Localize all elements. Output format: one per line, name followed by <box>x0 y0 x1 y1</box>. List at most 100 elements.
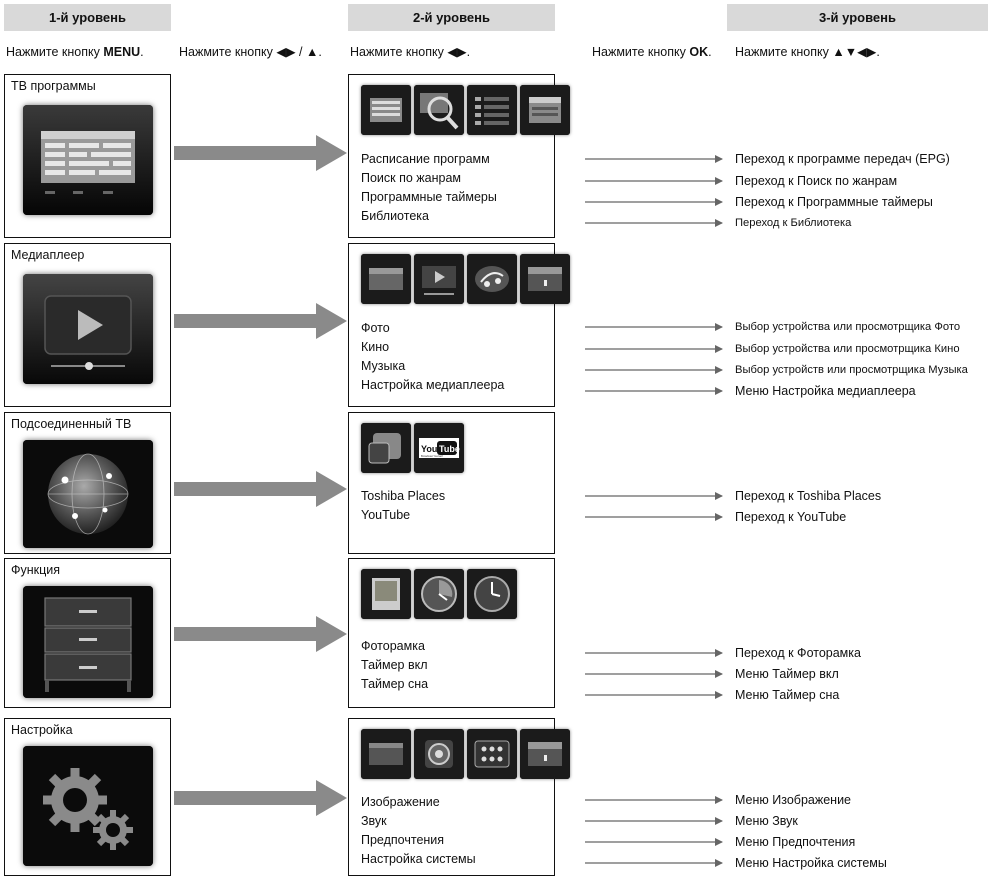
instruction-ok: Нажмите кнопку OK. <box>592 44 712 60</box>
music-icon[interactable] <box>467 254 517 304</box>
menu-key-label: MENU <box>103 45 141 59</box>
list-item[interactable]: Расписание программ <box>361 152 490 166</box>
level2-box-tv-programs: Расписание программ Поиск по жанрам Прог… <box>348 74 570 238</box>
instruction-text: Нажмите кнопку <box>179 45 277 59</box>
on-timer-icon[interactable] <box>414 569 464 619</box>
big-arrows <box>174 135 347 816</box>
youtube-logo-tube: Tube <box>439 444 460 454</box>
instruction-left-right: Нажмите кнопку ◀▶. <box>350 44 470 60</box>
level1-header: 1-й уровень <box>4 4 171 31</box>
section-title: ТВ программы <box>11 79 96 93</box>
list-item[interactable]: Поиск по жанрам <box>361 171 462 185</box>
instruction-text: Нажмите кнопку <box>350 45 448 59</box>
list-item[interactable]: Фото <box>361 321 390 335</box>
level1-box-connected-tv: Подсоединенный ТВ <box>4 412 171 554</box>
level1-box-tv-programs: ТВ программы <box>4 74 171 238</box>
sleep-timer-icon[interactable] <box>467 569 517 619</box>
schedule-icon[interactable] <box>361 85 411 135</box>
instruction-text: Нажмите кнопку <box>592 45 690 59</box>
toshiba-places-icon[interactable] <box>361 423 411 473</box>
submenu-icons <box>361 85 570 135</box>
list-item[interactable]: Настройка медиаплеера <box>361 378 505 392</box>
system-setup-icon[interactable] <box>520 729 570 779</box>
preferences-icon[interactable] <box>467 729 517 779</box>
media-settings-icon[interactable] <box>520 254 570 304</box>
thin-arrows <box>585 155 723 867</box>
result-label: Переход к Поиск по жанрам <box>735 174 898 188</box>
list-item[interactable]: Toshiba Places <box>361 489 446 503</box>
big-arrow <box>174 616 347 652</box>
level3-header: 3-й уровень <box>727 4 988 31</box>
level2-box-media-player: Фото Кино Музыка Настройка медиаплеера <box>348 243 570 407</box>
result-label: Меню Звук <box>735 814 798 828</box>
drawers-icon <box>23 586 153 698</box>
result-label: Меню Изображение <box>735 793 851 807</box>
big-arrow <box>174 471 347 507</box>
result-label: Переход к YouTube <box>735 510 847 524</box>
submenu-icons <box>361 569 517 619</box>
list-item[interactable]: Музыка <box>361 359 406 373</box>
ok-key-label: OK <box>689 45 709 59</box>
gears-icon <box>23 746 153 866</box>
picture-icon[interactable] <box>361 729 411 779</box>
photo-frame-icon[interactable] <box>361 569 411 619</box>
media-player-icon <box>23 274 153 384</box>
list-item[interactable]: Фоторамка <box>361 639 425 653</box>
photo-icon[interactable] <box>361 254 411 304</box>
list-item[interactable]: Библиотека <box>361 209 429 223</box>
list-item[interactable]: Таймер сна <box>361 677 429 691</box>
level1-header-text: 1-й уровень <box>49 10 126 25</box>
list-item[interactable]: Таймер вкл <box>361 658 428 672</box>
arrow-keys-label: ▲▼◀▶. <box>832 45 880 59</box>
list-item[interactable]: Кино <box>361 340 390 354</box>
genre-search-icon[interactable] <box>414 85 464 135</box>
level1-box-setup: Настройка <box>4 718 171 876</box>
submenu-list: Изображение Звук Предпочтения Настройка … <box>361 793 476 869</box>
instruction-text: Нажмите кнопку <box>6 45 104 59</box>
list-item[interactable]: Звук <box>361 814 387 828</box>
instruction-left-right-up: Нажмите кнопку ◀▶ / ▲. <box>179 44 322 60</box>
section-title: Настройка <box>11 723 73 737</box>
level2-header-text: 2-й уровень <box>413 10 490 25</box>
library-icon[interactable] <box>520 85 570 135</box>
youtube-logo-you: You <box>421 444 437 454</box>
level2-box-function: Фоторамка Таймер вкл Таймер сна <box>348 558 555 708</box>
submenu-list: Расписание программ Поиск по жанрам Прог… <box>361 150 497 226</box>
connected-tv-globe-icon <box>23 440 153 548</box>
program-timers-icon[interactable] <box>467 85 517 135</box>
list-item[interactable]: Программные таймеры <box>361 190 497 204</box>
instruction-menu: Нажмите кнопку MENU. <box>6 44 144 60</box>
submenu-icons <box>361 254 570 304</box>
tv-guide-icon <box>23 105 153 215</box>
instruction-suffix: . <box>708 45 712 59</box>
section-title: Подсоединенный ТВ <box>11 417 132 431</box>
submenu-list: Фото Кино Музыка Настройка медиаплеера <box>361 319 504 395</box>
instruction-suffix: . <box>140 45 144 59</box>
submenu-icons <box>361 729 570 779</box>
submenu-list: Фоторамка Таймер вкл Таймер сна <box>361 637 428 694</box>
result-label: Переход к программе передач (EPG) <box>735 152 950 166</box>
list-item[interactable]: Настройка системы <box>361 852 476 866</box>
result-label: Выбор устройства или просмотрщика Кино <box>735 343 960 355</box>
arrow-keys-label: ◀▶. <box>447 45 471 59</box>
sound-icon[interactable] <box>414 729 464 779</box>
level2-box-setup: Изображение Звук Предпочтения Настройка … <box>348 718 570 876</box>
list-item[interactable]: Предпочтения <box>361 833 445 847</box>
result-label: Переход к Программные таймеры <box>735 195 933 209</box>
level2-header: 2-й уровень <box>348 4 555 31</box>
list-item[interactable]: YouTube <box>361 508 411 522</box>
big-arrow <box>174 135 347 171</box>
big-arrow <box>174 303 347 339</box>
movie-icon[interactable] <box>414 254 464 304</box>
section-title: Функция <box>11 563 61 577</box>
level1-box-media-player: Медиаплеер <box>4 243 171 407</box>
result-label: Меню Таймер сна <box>735 688 840 702</box>
result-label: Меню Настройка системы <box>735 856 887 870</box>
big-arrow <box>174 780 347 816</box>
list-item[interactable]: Изображение <box>361 795 440 809</box>
section-title: Медиаплеер <box>11 248 85 262</box>
result-label: Переход к Фоторамка <box>735 646 861 660</box>
